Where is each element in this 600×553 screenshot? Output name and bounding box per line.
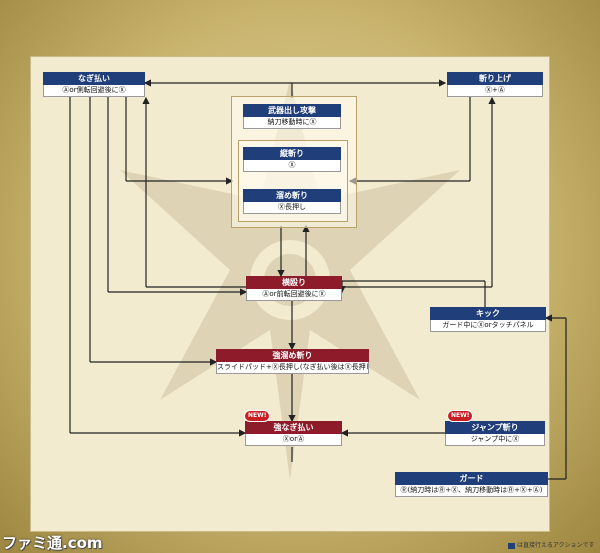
node-kiriage: 斬り上げ Ⓧ+Ⓐ	[447, 72, 543, 97]
node-title: 斬り上げ	[447, 72, 543, 85]
node-kick: キック ガード中にⓍorタッチパネル	[430, 307, 546, 332]
node-nagi: なぎ払い Ⓐor側転回避後にⓍ	[43, 72, 145, 97]
legend: は直接行えるアクションです	[508, 540, 595, 549]
node-kyotame: 強溜め斬り スライドパッド+Ⓧ長押し(なぎ払い後はⓍ長押し)	[216, 349, 369, 374]
node-title: 強なぎ払い	[245, 421, 342, 434]
node-tame: 溜め斬り Ⓧ長押し	[243, 189, 341, 214]
node-title: 武器出し攻撃	[243, 104, 341, 117]
new-badge: NEW!	[244, 410, 271, 422]
node-title: 強溜め斬り	[216, 349, 369, 362]
node-input: スライドパッド+Ⓧ長押し(なぎ払い後はⓍ長押し)	[216, 362, 369, 374]
node-title: ガード	[395, 472, 548, 485]
node-input: Ⓐor前転回避後にⓍ	[246, 289, 342, 301]
legend-swatch	[508, 542, 515, 549]
node-jump: ジャンプ斬り ジャンプ中にⓍ	[445, 421, 545, 446]
node-kyonagi: 強なぎ払い ⓍorⒶ	[245, 421, 342, 446]
node-buki: 武器出し攻撃 納刀移動時にⓍ	[243, 104, 341, 129]
node-title: キック	[430, 307, 546, 320]
node-input: ⓍorⒶ	[245, 434, 342, 446]
node-input: Ⓐor側転回避後にⓍ	[43, 85, 145, 97]
node-input: 納刀移動時にⓍ	[243, 117, 341, 129]
brand-logo: ファミ通.com	[2, 534, 103, 552]
node-tate: 縦斬り Ⓧ	[243, 147, 341, 172]
node-title: なぎ払い	[43, 72, 145, 85]
node-yoko: 横殴り Ⓐor前転回避後にⓍ	[246, 276, 342, 301]
new-badge: NEW!	[447, 410, 474, 422]
node-title: 縦斬り	[243, 147, 341, 160]
legend-text: は直接行えるアクションです	[517, 542, 595, 549]
node-input: Ⓧ+Ⓐ	[447, 85, 543, 97]
node-title: ジャンプ斬り	[445, 421, 545, 434]
node-title: 横殴り	[246, 276, 342, 289]
node-title: 溜め斬り	[243, 189, 341, 202]
node-input: ガード中にⓍorタッチパネル	[430, 320, 546, 332]
node-input: Ⓧ	[243, 160, 341, 172]
node-input: Ⓡ(納刀時はⓇ+Ⓧ、納刀移動時はⓇ+Ⓧ+Ⓐ)	[395, 485, 548, 497]
node-input: ジャンプ中にⓍ	[445, 434, 545, 446]
node-guard: ガード Ⓡ(納刀時はⓇ+Ⓧ、納刀移動時はⓇ+Ⓧ+Ⓐ)	[395, 472, 548, 497]
node-input: Ⓧ長押し	[243, 202, 341, 214]
